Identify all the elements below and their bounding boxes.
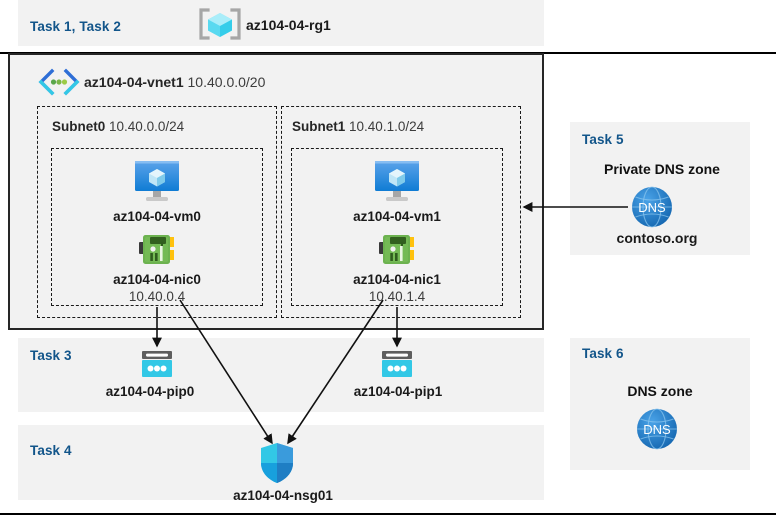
subnet1-inner-box <box>291 148 503 306</box>
subnet0-cidr: 10.40.0.0/24 <box>109 119 185 134</box>
nic0-ip: 10.40.0.4 <box>128 289 186 304</box>
dns-globe-icon: DNS <box>628 183 676 231</box>
virtual-network-title: az104-04-vnet1 10.40.0.0/20 <box>84 74 265 90</box>
network-interface-icon <box>376 232 418 270</box>
resource-group-cube-icon <box>199 8 241 40</box>
dns-globe-icon: DNS <box>633 405 681 453</box>
virtual-machine-icon <box>129 158 185 206</box>
resource-group-name: az104-04-rg1 <box>246 17 331 33</box>
subnet0-inner-box <box>51 148 263 306</box>
task-label-6: Task 6 <box>582 346 624 361</box>
private-dns-heading: Private DNS zone <box>604 161 720 177</box>
nic1-label: az104-04-nic1 <box>353 272 441 287</box>
public-ip-address-icon <box>376 349 418 381</box>
task-label-1-2: Task 1, Task 2 <box>30 19 121 34</box>
nic1-ip: 10.40.1.4 <box>368 289 426 304</box>
task-label-3: Task 3 <box>30 348 72 363</box>
subnet1-title: Subnet1 10.40.1.0/24 <box>292 119 424 134</box>
nsg-label: az104-04-nsg01 <box>233 488 333 503</box>
public-dns-heading: DNS zone <box>627 383 693 399</box>
resource-group-panel <box>18 0 544 46</box>
virtual-machine-icon <box>369 158 425 206</box>
pip1-label: az104-04-pip1 <box>353 384 443 399</box>
subnet1-box <box>281 106 521 318</box>
vm1-label: az104-04-vm1 <box>353 209 441 224</box>
task-label-5: Task 5 <box>582 132 624 147</box>
subnet1-name: Subnet1 <box>292 119 346 134</box>
bottom-divider <box>0 513 776 515</box>
public-ip-panel <box>18 338 544 412</box>
virtual-network-cidr: 10.40.0.0/20 <box>187 74 266 90</box>
dns-icon-text: DNS <box>638 200 666 215</box>
subnet1-cidr: 10.40.1.0/24 <box>349 119 425 134</box>
subnet0-name: Subnet0 <box>52 119 106 134</box>
dns-icon-text: DNS <box>643 422 671 437</box>
task-label-4: Task 4 <box>30 443 72 458</box>
private-dns-name: contoso.org <box>616 230 698 246</box>
public-ip-address-icon <box>136 349 178 381</box>
virtual-network-name: az104-04-vnet1 <box>84 74 184 90</box>
network-interface-icon <box>136 232 178 270</box>
pip0-label: az104-04-pip0 <box>105 384 195 399</box>
nic0-label: az104-04-nic0 <box>113 272 201 287</box>
private-dns-panel <box>570 122 750 255</box>
network-security-group-shield-icon <box>258 441 296 485</box>
subnet0-title: Subnet0 10.40.0.0/24 <box>52 119 184 134</box>
vm0-label: az104-04-vm0 <box>113 209 201 224</box>
virtual-network-icon <box>37 68 81 96</box>
